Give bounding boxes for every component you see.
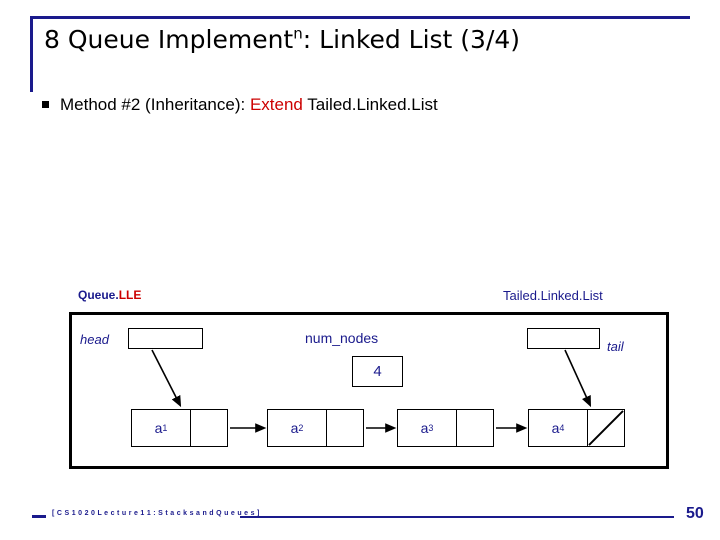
node-3-data-index: 3	[428, 423, 434, 433]
title-left-rule	[30, 16, 33, 92]
bullet-item-label: Method #2 (Inheritance): Extend Tailed.L…	[60, 95, 438, 115]
bullet-text-accent: Extend	[249, 95, 303, 114]
node-1-data-index: 1	[162, 423, 168, 433]
label-tail: tail	[607, 339, 624, 354]
bullet-text-tail: Tailed.Linked.List	[302, 95, 438, 114]
label-num-nodes: num_nodes	[305, 330, 379, 346]
head-pointer-cell	[128, 328, 203, 349]
slide-title-main: Queue Implement	[67, 25, 294, 54]
node-4-data-index: 4	[559, 423, 565, 433]
slide-number: 8	[44, 25, 60, 54]
node-4-null-pointer	[588, 409, 625, 447]
footer-rule	[240, 516, 674, 518]
label-queue-prefix: Queue.	[78, 288, 119, 302]
node-1-data-name: a	[154, 420, 163, 436]
node-2-data-index: 2	[298, 423, 304, 433]
footer-dash	[32, 515, 46, 518]
label-head: head	[80, 332, 109, 347]
page-number: 50	[686, 505, 704, 522]
title-top-rule	[30, 16, 690, 19]
num-nodes-value-cell: 4	[352, 356, 403, 387]
footer-course-label: [ C S 1 0 2 0 L e c t u r e 1 1 : S t a …	[52, 510, 260, 517]
label-queue-suffix: LLE	[118, 288, 142, 302]
slide-title-rest: : Linked List (3/4)	[302, 25, 521, 54]
node-2-data-name: a	[290, 420, 299, 436]
label-queue-lle: Queue.LLE	[78, 288, 141, 302]
null-slash-icon	[588, 410, 624, 446]
slide-title-superscript: n	[293, 24, 303, 43]
bullet-text-lead: Method #2 (Inheritance):	[60, 95, 250, 114]
node-3-next-pointer	[457, 409, 494, 447]
square-bullet-icon	[42, 101, 49, 108]
node-2-next-pointer	[327, 409, 364, 447]
bullet-item: Method #2 (Inheritance): Extend Tailed.L…	[42, 95, 692, 115]
label-tailed-linked-list: Tailed.Linked.List	[503, 288, 603, 303]
tail-pointer-cell	[527, 328, 600, 349]
page-title: 8 Queue Implementn: Linked List (3/4)	[44, 24, 684, 55]
node-3-data-name: a	[420, 420, 429, 436]
node-4-data-name: a	[551, 420, 560, 436]
node-1-next-pointer	[191, 409, 228, 447]
